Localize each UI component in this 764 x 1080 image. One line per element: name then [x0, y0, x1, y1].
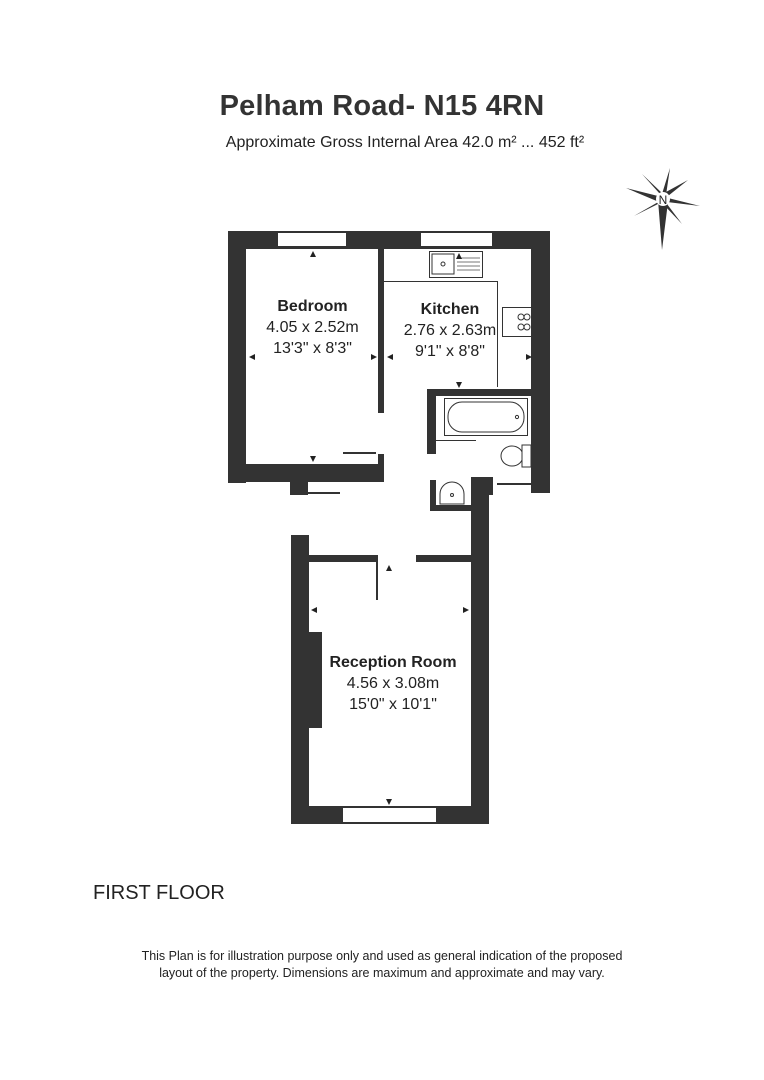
- bathtub-icon: [444, 398, 528, 436]
- basin-icon: [437, 480, 467, 505]
- chimney-breast: [309, 632, 322, 728]
- room-name: Bedroom: [277, 298, 348, 315]
- window-bedroom: [277, 232, 347, 247]
- wall-partition: [378, 249, 384, 413]
- wall-reception-right: [471, 477, 489, 824]
- wall-reception-top-left: [309, 555, 377, 562]
- room-imperial: 9'1" x 8'8": [415, 343, 485, 360]
- window-reception: [342, 807, 437, 823]
- room-imperial: 15'0" x 10'1": [349, 696, 437, 713]
- room-name: Kitchen: [420, 301, 480, 318]
- room-imperial: 13'3" x 8'3": [273, 340, 352, 357]
- floor-label: FIRST FLOOR: [93, 882, 225, 904]
- wall-right: [531, 231, 550, 493]
- room-metric: 4.56 x 3.08m: [346, 675, 440, 692]
- window-kitchen: [420, 232, 493, 247]
- door-bedroom: [343, 452, 376, 454]
- room-reception: Reception Room 4.56 x 3.08m 15'0" x 10'1…: [318, 652, 468, 715]
- room-metric: 2.76 x 2.63m: [403, 322, 497, 339]
- compass-rose-icon: N: [622, 158, 702, 258]
- area-subtitle: Approximate Gross Internal Area 42.0 m² …: [225, 134, 585, 151]
- room-bedroom: Bedroom 4.05 x 2.52m 13'3" x 8'3": [240, 296, 385, 359]
- toilet-icon: [500, 443, 532, 469]
- page-title: Pelham Road- N15 4RN: [219, 90, 545, 122]
- compass-north-label: N: [659, 193, 668, 207]
- hob-icon: [502, 307, 532, 337]
- door-reception: [376, 555, 378, 600]
- wall-stub: [290, 464, 308, 495]
- wall-reception-left: [291, 535, 309, 824]
- room-kitchen: Kitchen 2.76 x 2.63m 9'1" x 8'8": [385, 299, 515, 362]
- disclaimer: This Plan is for illustration purpose on…: [141, 949, 623, 980]
- room-metric: 4.05 x 2.52m: [266, 319, 359, 336]
- wall-bedroom-left: [228, 231, 246, 483]
- wall-bathroom-top: [427, 389, 531, 396]
- room-name: Reception Room: [329, 654, 457, 671]
